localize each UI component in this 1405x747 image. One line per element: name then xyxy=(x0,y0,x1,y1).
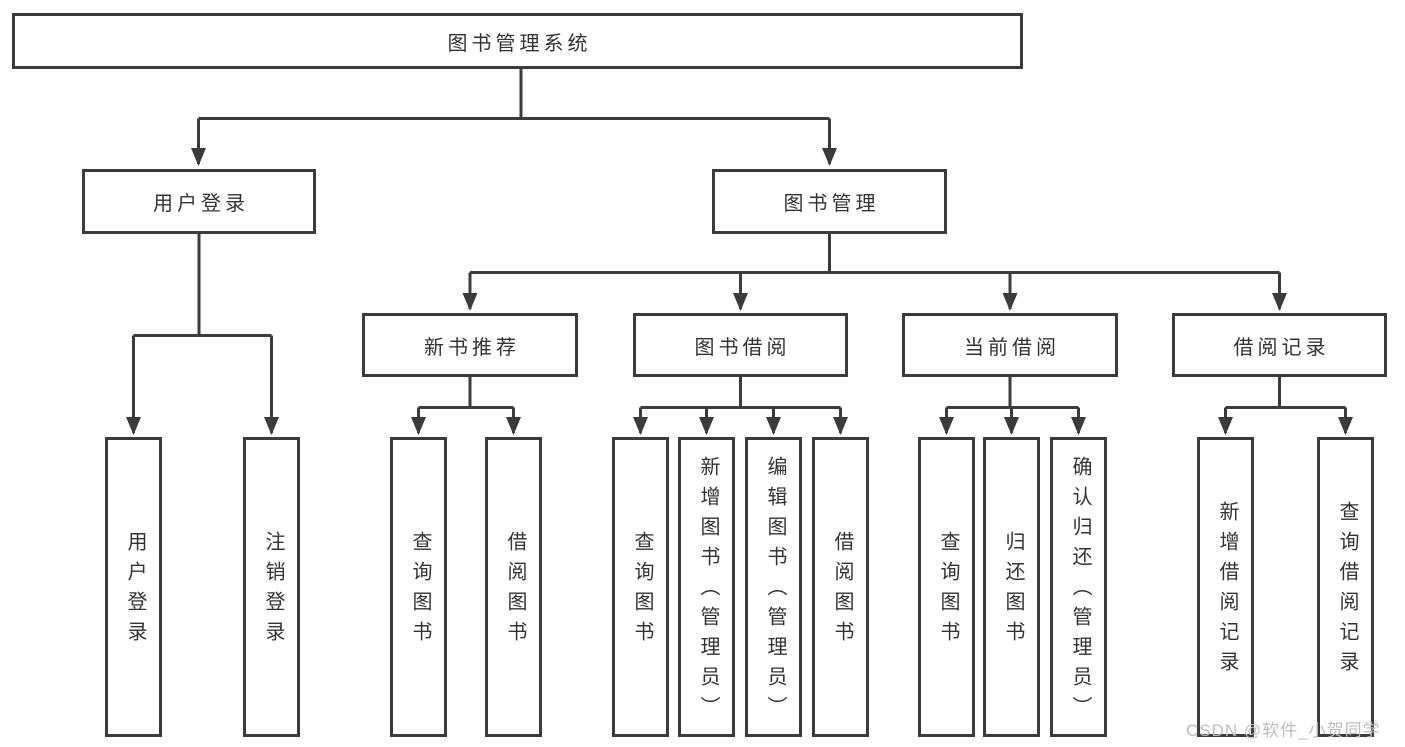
csdn-watermark: CSDN @软件_小贺同学 xyxy=(1186,721,1381,740)
leaf-add-books-admin: 新增图书（管理员） xyxy=(678,437,735,737)
leaf-borrow-books: 借阅图书 xyxy=(812,437,869,737)
leaf-query-books-current: 查询图书 xyxy=(918,437,975,737)
connector-book-management-children xyxy=(462,233,1287,311)
leaf-query-books-recommend: 查询图书 xyxy=(390,437,447,737)
leaf-confirm-return-admin: 确认归还（管理员） xyxy=(1050,437,1107,737)
leaf-borrow-books-recommend: 借阅图书 xyxy=(485,437,542,737)
leaf-query-borrow-record: 查询借阅记录 xyxy=(1317,437,1374,737)
leaf-add-borrow-record: 新增借阅记录 xyxy=(1197,437,1254,737)
leaf-edit-books-admin: 编辑图书（管理员） xyxy=(745,437,802,737)
node-current-borrow: 当前借阅 xyxy=(902,313,1118,377)
connector-current-borrow-children xyxy=(939,377,1086,435)
connector-user-login-children xyxy=(126,233,279,435)
leaf-query-books-borrow: 查询图书 xyxy=(612,437,669,737)
node-library-management-system: 图书管理系统 xyxy=(12,13,1023,69)
node-book-management: 图书管理 xyxy=(712,169,947,234)
node-user-login: 用户登录 xyxy=(82,169,316,234)
connector-new-book-recommend-children xyxy=(411,377,521,435)
connector-book-borrow-children xyxy=(633,377,848,435)
leaf-return-books: 归还图书 xyxy=(983,437,1040,737)
node-book-borrow: 图书借阅 xyxy=(633,313,848,377)
connector-borrow-records-children xyxy=(1218,377,1353,435)
node-borrow-records: 借阅记录 xyxy=(1172,313,1387,377)
node-new-book-recommend: 新书推荐 xyxy=(362,313,578,377)
connector-root-to-level2 xyxy=(191,66,837,166)
leaf-user-login: 用户登录 xyxy=(105,437,162,737)
leaf-logout: 注销登录 xyxy=(243,437,300,737)
